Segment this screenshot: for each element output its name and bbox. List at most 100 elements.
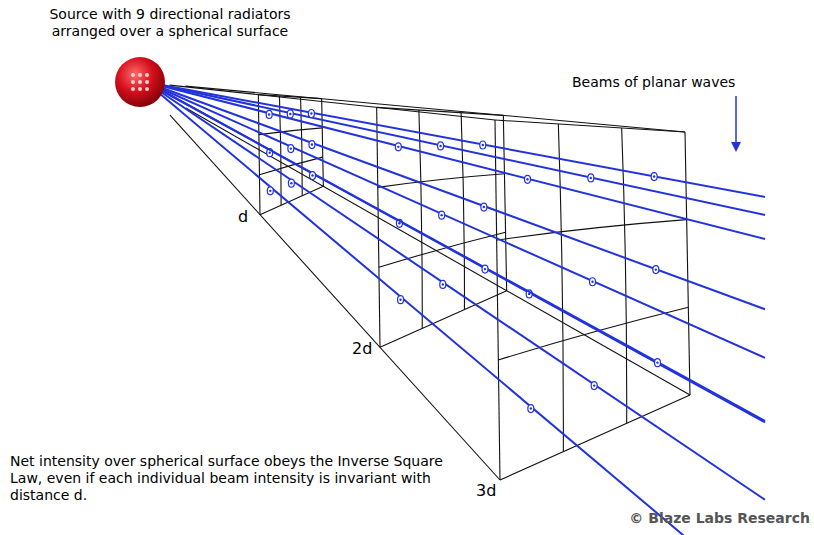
section-line bbox=[497, 220, 687, 240]
distance-label: 2d bbox=[352, 340, 380, 357]
beam-dot bbox=[398, 296, 404, 304]
section-line bbox=[379, 232, 506, 267]
beam-dot bbox=[656, 361, 658, 363]
section-line bbox=[279, 96, 281, 205]
beam-dot bbox=[310, 112, 312, 114]
section-line bbox=[495, 120, 500, 480]
section-line bbox=[419, 110, 422, 328]
radiator-dot bbox=[138, 87, 142, 91]
beam-dot bbox=[308, 110, 314, 118]
beam-dot bbox=[289, 113, 291, 115]
section-line bbox=[260, 186, 323, 214]
beam-dot bbox=[591, 382, 597, 390]
beam-line bbox=[146, 82, 765, 422]
section-line bbox=[500, 395, 690, 480]
beam-dot bbox=[590, 278, 596, 286]
beam-dot bbox=[439, 211, 445, 219]
source-sphere bbox=[115, 57, 165, 107]
beam-dot bbox=[439, 145, 441, 147]
beam-dot bbox=[655, 359, 661, 367]
radiator-dot bbox=[131, 87, 135, 91]
beam-dot bbox=[399, 298, 401, 300]
beam-dot bbox=[590, 177, 592, 179]
radiator-dot bbox=[138, 80, 142, 84]
section-line bbox=[461, 113, 464, 310]
section-line bbox=[378, 174, 505, 188]
beam-dot bbox=[653, 266, 659, 274]
beam-dot bbox=[440, 214, 442, 216]
beam-dot bbox=[395, 143, 401, 151]
frustum-grid bbox=[170, 85, 690, 480]
beam-dot bbox=[269, 151, 271, 153]
beam-line bbox=[146, 82, 765, 500]
beam-line bbox=[146, 82, 765, 421]
beam-dot bbox=[483, 206, 485, 208]
section-line bbox=[685, 132, 690, 395]
beam-line bbox=[146, 82, 765, 197]
beam-line bbox=[146, 82, 765, 309]
frustum-edge bbox=[186, 108, 690, 395]
beam-dot bbox=[288, 179, 294, 187]
note-text: Net intensity over spherical surface obe… bbox=[10, 453, 472, 504]
beam-dot bbox=[593, 384, 595, 386]
beam-dot bbox=[526, 178, 528, 180]
section-line bbox=[259, 128, 322, 135]
beam-dot bbox=[311, 143, 313, 145]
beam-dot bbox=[269, 190, 271, 192]
copyright-text: © Blaze Labs Research bbox=[590, 510, 810, 527]
beam-dot bbox=[528, 405, 534, 413]
section-line bbox=[495, 120, 685, 132]
beam-dot bbox=[267, 187, 273, 195]
section-line bbox=[503, 115, 506, 290]
beam-dot bbox=[481, 203, 487, 211]
source-caption: Source with 9 directional radiators arra… bbox=[20, 6, 320, 40]
beam-dot bbox=[287, 110, 293, 118]
section-line bbox=[258, 95, 260, 215]
radiator-dot bbox=[145, 73, 149, 77]
beam-dot bbox=[525, 175, 531, 183]
pointer-arrow bbox=[735, 96, 737, 150]
section-line bbox=[498, 307, 688, 360]
section-line bbox=[301, 97, 303, 195]
beam-dot bbox=[268, 113, 270, 115]
beam-dot bbox=[310, 172, 316, 180]
radiator-dot bbox=[138, 73, 142, 77]
frustum-edge bbox=[185, 86, 685, 132]
radiator-dot bbox=[131, 73, 135, 77]
section-line bbox=[558, 124, 563, 452]
section-line bbox=[322, 99, 324, 187]
beam-dot bbox=[442, 283, 444, 285]
beam-dot bbox=[651, 173, 657, 181]
beam-dot bbox=[480, 141, 486, 149]
beam-dot bbox=[290, 182, 292, 184]
beam-dot bbox=[440, 280, 446, 288]
beam-dot bbox=[288, 145, 294, 153]
frustum-edge bbox=[170, 115, 500, 480]
beam-dot bbox=[309, 141, 315, 149]
beam-dot bbox=[397, 146, 399, 148]
radiator-dot bbox=[145, 87, 149, 91]
beam-dot bbox=[398, 222, 400, 224]
source-sphere bbox=[115, 57, 165, 107]
beam-dot bbox=[482, 265, 488, 273]
beam-caption: Beams of planar waves bbox=[572, 74, 802, 91]
beam-dot bbox=[266, 110, 272, 118]
distance-label: 3d bbox=[476, 482, 504, 499]
section-line bbox=[622, 128, 627, 423]
beam-dot bbox=[653, 175, 655, 177]
beam-dot bbox=[591, 281, 593, 283]
beam-dot bbox=[655, 268, 657, 270]
beam-dot bbox=[484, 268, 486, 270]
section-line bbox=[380, 291, 507, 348]
beam-dot bbox=[530, 407, 532, 409]
beam-dot bbox=[588, 174, 594, 182]
beam-dot bbox=[438, 142, 444, 150]
beam-dot bbox=[482, 144, 484, 146]
section-line bbox=[377, 107, 380, 347]
distance-label: d bbox=[238, 208, 258, 225]
beam-dot bbox=[311, 174, 313, 176]
radiator-dot bbox=[145, 80, 149, 84]
radiator-dot bbox=[131, 80, 135, 84]
beam-dot bbox=[290, 147, 292, 149]
